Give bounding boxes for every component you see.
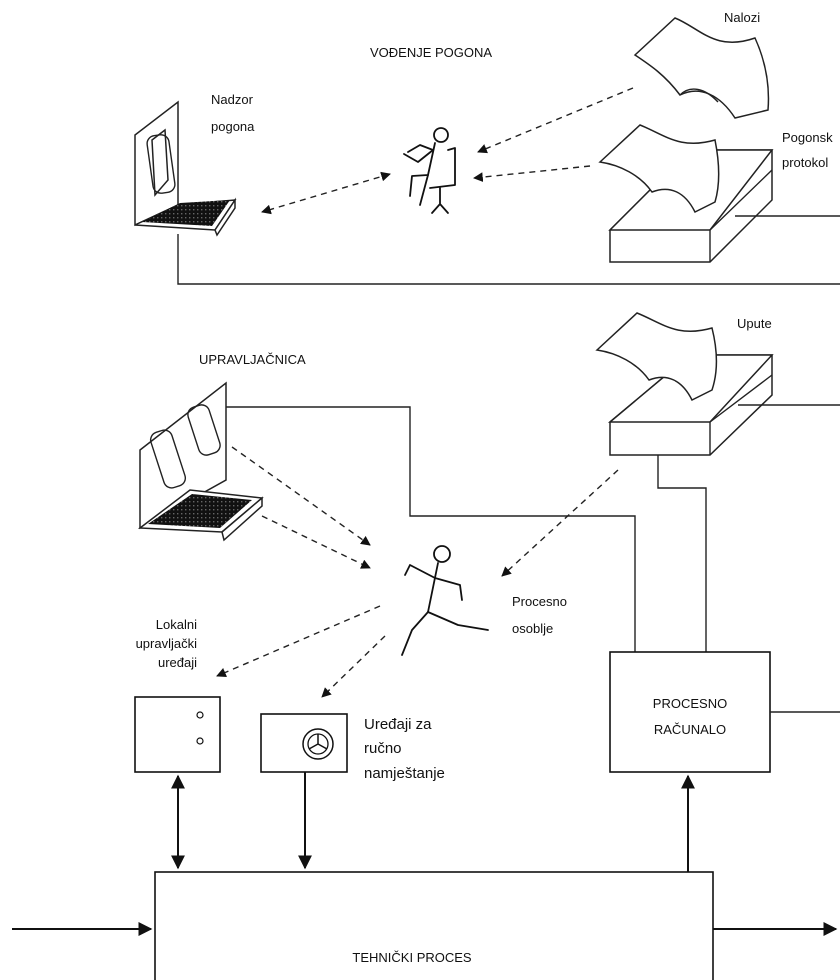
process-staff-label-line2: osoblje: [512, 621, 553, 636]
technical-process-label: TEHNIČKI PROCES: [352, 950, 472, 965]
orders-to-operator-arrow: [477, 87, 634, 154]
process-staff-label-line1: Procesno: [512, 594, 567, 609]
process-level-section: Lokalni upravljački uređaji Uređaji za r…: [12, 617, 840, 980]
plant-management-section: VOĐENJE POGONA Nalozi Nadzor pogona: [134, 10, 840, 285]
plant-protocol-printer-icon: [598, 124, 774, 263]
plant-supervision-label-line2: pogona: [211, 119, 255, 134]
local-devices-label-line3: uređaji: [158, 655, 197, 670]
section-title-upravljacnica: UPRAVLJAČNICA: [199, 352, 306, 367]
instructions-to-staff-arrow: [501, 469, 619, 577]
plant-supervision-label-line1: Nadzor: [211, 92, 254, 107]
manual-devices-label-line1: Uređaji za: [364, 716, 432, 733]
printer-to-computer-wire: [657, 455, 707, 652]
instructions-printer-icon: [595, 312, 774, 456]
terminal-to-computer-wire: [226, 406, 636, 652]
manual-devices-label-line3: namještanje: [364, 765, 445, 782]
instructions-label: Upute: [737, 316, 772, 331]
manual-devices-label-line2: ručno: [364, 740, 402, 757]
control-room-section: UPRAVLJAČNICA Upute Procesno: [137, 312, 840, 698]
screen-to-staff-arrow-2: [261, 515, 371, 569]
process-computer-label-line2: RAČUNALO: [654, 722, 726, 737]
seated-operator-icon: [403, 127, 456, 214]
plant-protocol-label-line1: Pogonsk: [782, 130, 833, 145]
control-room-terminal-icon: [137, 381, 264, 542]
process-computer-box: [609, 651, 771, 773]
technical-process-box: [154, 871, 714, 980]
operator-terminal-arrow: [261, 171, 391, 215]
screen-to-staff-arrow-1: [231, 446, 371, 546]
orders-document-icon: [633, 17, 770, 119]
steering-wheel-icon: [302, 728, 334, 760]
protocol-to-operator-arrow: [473, 165, 591, 182]
orders-label: Nalozi: [724, 10, 760, 25]
plant-protocol-label-line2: protokol: [782, 155, 828, 170]
staff-to-manual-devices-arrow: [321, 635, 386, 698]
staff-to-local-devices-arrow: [216, 605, 381, 678]
local-devices-label-line1: Lokalni: [156, 617, 197, 632]
running-person-icon: [401, 545, 489, 656]
local-control-device-icon: [134, 696, 221, 773]
manual-adjustment-device-icon: [260, 713, 348, 773]
process-computer-label-line1: PROCESNO: [653, 696, 727, 711]
plant-supervision-terminal-icon: [134, 100, 237, 237]
section-title-vodjenje-pogona: VOĐENJE POGONA: [370, 45, 492, 60]
local-devices-label-line2: upravljački: [136, 636, 198, 651]
supervision-bus-wire: [177, 234, 840, 285]
